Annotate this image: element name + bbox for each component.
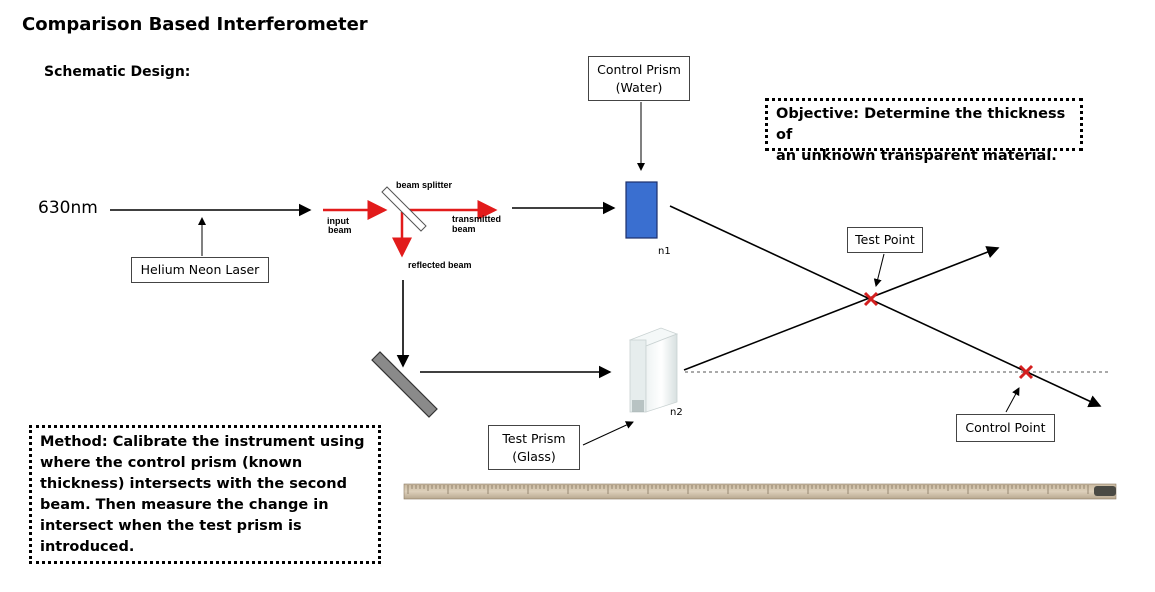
page-title: Comparison Based Interferometer — [22, 14, 368, 35]
control-prism-label-box: Control Prism (Water) — [588, 56, 690, 101]
control-prism-label-line1: Control Prism — [597, 62, 681, 77]
objective-line2: an unknown transparent material. — [776, 148, 1057, 164]
mirror — [371, 351, 438, 418]
input-label-1: input — [327, 216, 349, 226]
transmitted-label-2: beam — [452, 224, 476, 234]
method-line-6: introduced. — [40, 539, 135, 555]
control-point-marker — [1018, 364, 1034, 380]
test-diagonal-beam — [683, 246, 1000, 371]
control-prism — [625, 181, 658, 239]
transmitted-label-1: transmitted — [452, 214, 501, 224]
control-point-arrow — [1005, 387, 1020, 413]
control-point-label-box: Control Point — [956, 414, 1055, 442]
test-prism-arrow — [582, 421, 634, 446]
beam-splitter-diagram: beam splitter input beam transmitted bea… — [323, 180, 501, 270]
objective-box: Objective: Determine the thickness of an… — [765, 98, 1083, 164]
test-prism — [628, 327, 679, 413]
test-point-arrow — [873, 253, 885, 287]
test-point-label-box: Test Point — [847, 227, 923, 253]
control-prism-label-line2: (Water) — [615, 80, 663, 95]
test-point-label: Test Point — [855, 232, 915, 247]
ruler-image — [403, 483, 1117, 500]
method-line-2: where the control prism (known — [40, 455, 303, 471]
input-label-2: beam — [328, 225, 352, 235]
beam-splitter-label: beam splitter — [396, 180, 453, 190]
method-line-1: Method: Calibrate the instrument using — [40, 434, 365, 450]
test-prism-label-box: Test Prism (Glass) — [488, 425, 580, 470]
test-prism-label-line1: Test Prism — [502, 431, 566, 446]
test-prism-label-line2: (Glass) — [512, 449, 556, 464]
objective-line1: Objective: Determine the thickness of — [776, 106, 1066, 143]
laser-label: Helium Neon Laser — [140, 262, 260, 277]
method-line-3: thickness) intersects with the second — [40, 476, 347, 492]
method-box: Method: Calibrate the instrument using w… — [29, 425, 381, 564]
laser-label-box: Helium Neon Laser — [131, 257, 269, 283]
n2-label: n2 — [670, 407, 683, 418]
method-line-4: beam. Then measure the change in — [40, 497, 329, 513]
schematic-subtitle: Schematic Design: — [44, 64, 191, 80]
reflected-label: reflected beam — [408, 260, 472, 270]
test-point-marker — [863, 291, 879, 307]
control-point-label: Control Point — [965, 420, 1046, 435]
wavelength-label: 630nm — [38, 198, 98, 218]
n1-label: n1 — [658, 246, 671, 257]
method-line-5: intersect when the test prism is — [40, 518, 302, 534]
